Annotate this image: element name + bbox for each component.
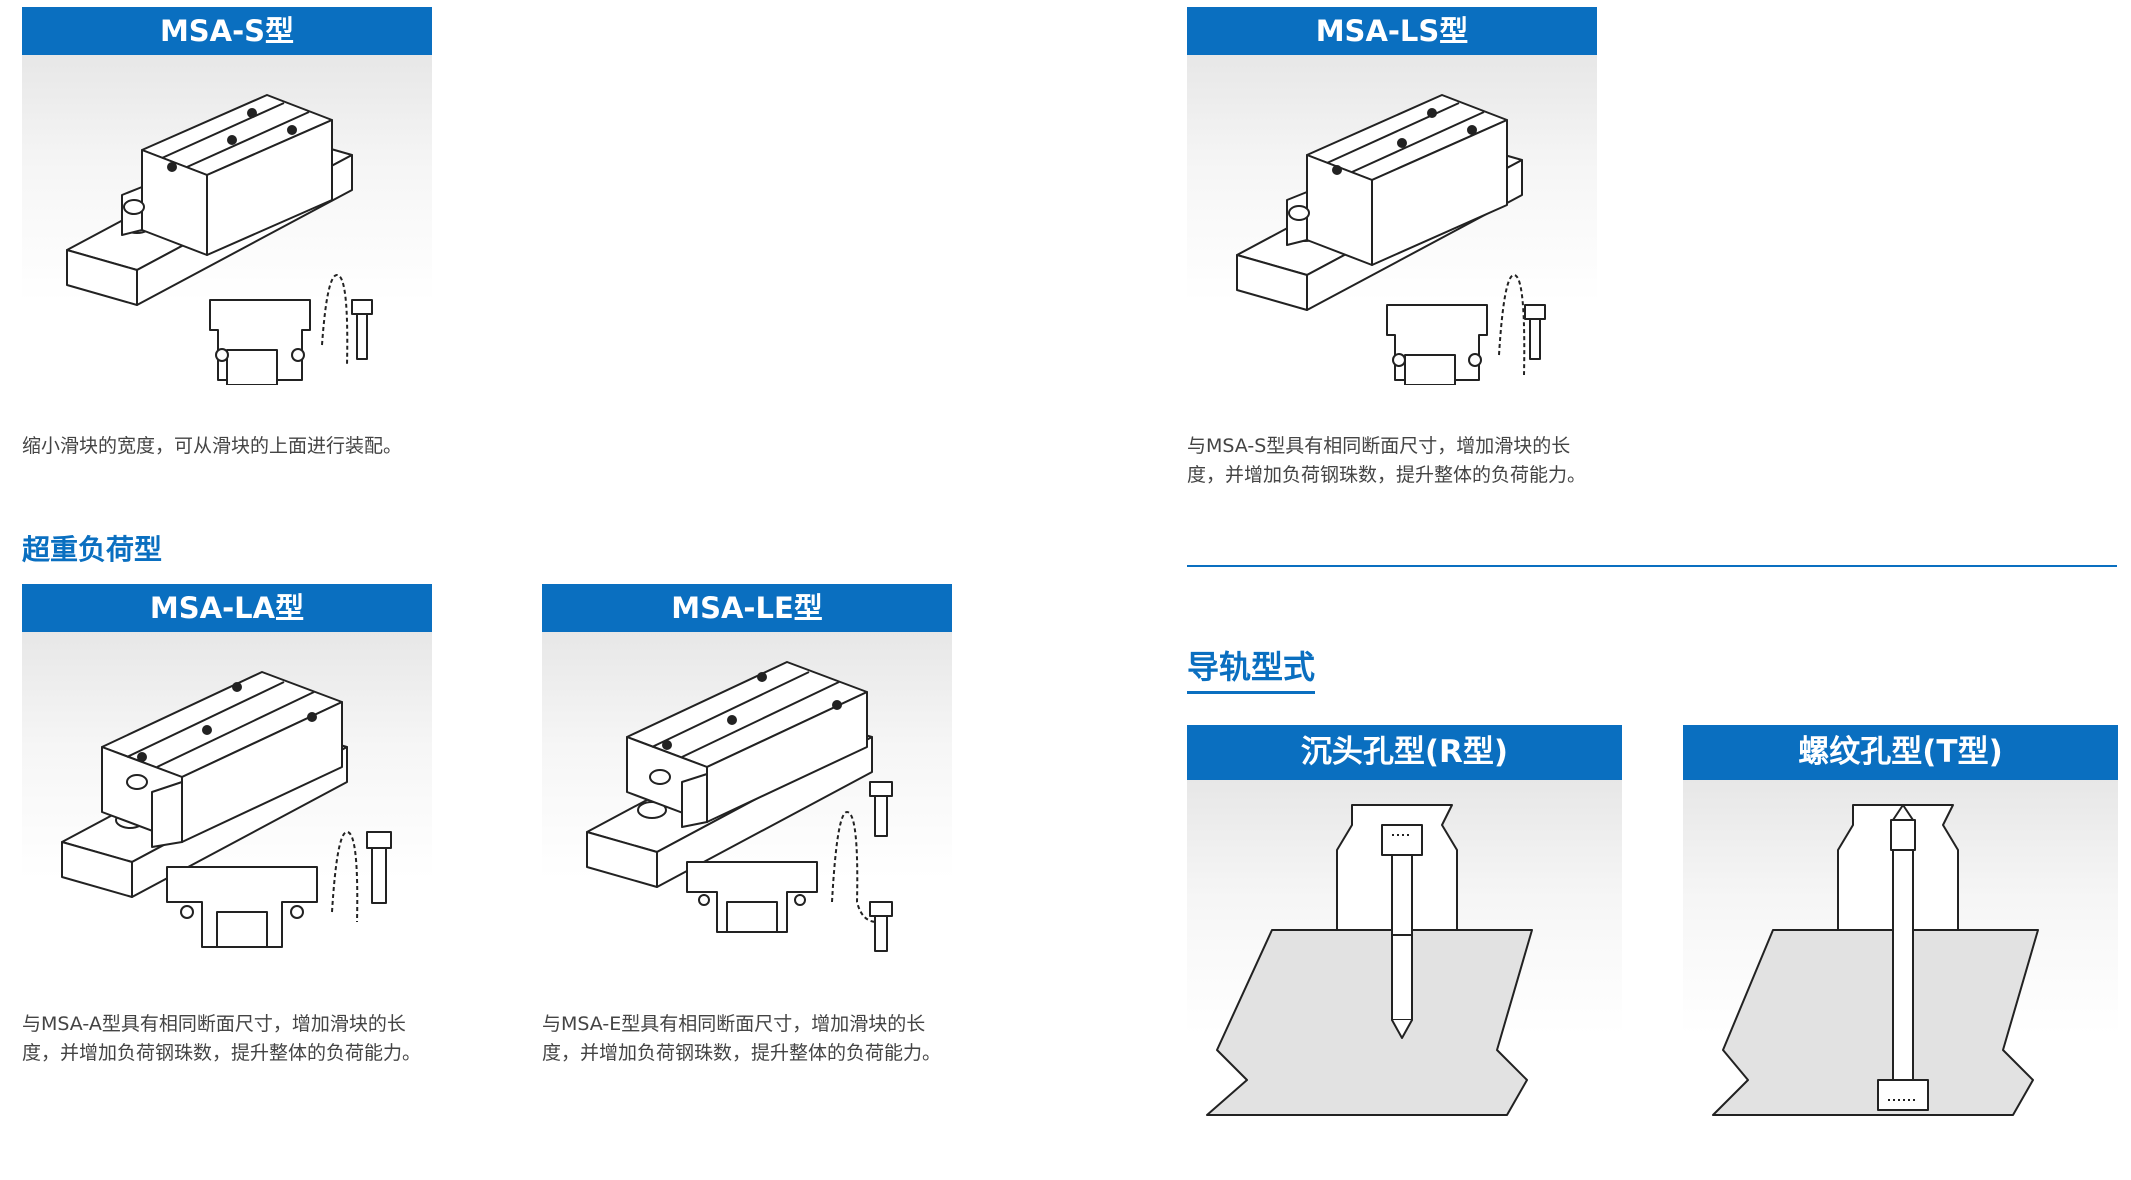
- product-image-msa-le: [542, 632, 952, 962]
- description-msa-le: 与MSA-E型具有相同断面尺寸，增加滑块的长 度，并增加负荷钢珠数，提升整体的负…: [542, 1010, 941, 1068]
- description-line: 与MSA-S型具有相同断面尺寸，增加滑块的长: [1187, 435, 1571, 457]
- card-msa-la: MSA-LA型: [22, 584, 432, 962]
- linear-guide-block-drawing: [586, 661, 893, 952]
- linear-guide-block-drawing: [66, 94, 373, 385]
- section-divider: [1187, 565, 2117, 567]
- section-title-heavy-load: 超重负荷型: [22, 533, 163, 566]
- card-title: MSA-LE型: [542, 584, 952, 632]
- card-title: MSA-S型: [22, 7, 432, 55]
- card-title: MSA-LA型: [22, 584, 432, 632]
- tapped-rail-drawing: [1712, 804, 2039, 1116]
- description-line: 度，并增加负荷钢珠数，提升整体的负荷能力。: [22, 1042, 422, 1064]
- card-msa-ls: MSA-LS型: [1187, 7, 1597, 385]
- description-line: 与MSA-A型具有相同断面尺寸，增加滑块的长: [22, 1013, 406, 1035]
- card-rail-r-type: 沉头孔型(R型): [1187, 725, 1622, 1120]
- rail-image-t-type: [1683, 780, 2118, 1120]
- description-msa-s: 缩小滑块的宽度，可从滑块的上面进行装配。: [22, 432, 402, 461]
- description-line: 度，并增加负荷钢珠数，提升整体的负荷能力。: [1187, 464, 1587, 486]
- product-image-msa-ls: [1187, 55, 1597, 385]
- description-line: 缩小滑块的宽度，可从滑块的上面进行装配。: [22, 435, 403, 457]
- description-msa-ls: 与MSA-S型具有相同断面尺寸，增加滑块的长 度，并增加负荷钢珠数，提升整体的负…: [1187, 432, 1586, 490]
- countersunk-rail-drawing: [1206, 804, 1533, 1116]
- card-title: 螺纹孔型(T型): [1683, 725, 2118, 780]
- description-line: 与MSA-E型具有相同断面尺寸，增加滑块的长: [542, 1013, 926, 1035]
- card-rail-t-type: 螺纹孔型(T型): [1683, 725, 2118, 1120]
- card-title: MSA-LS型: [1187, 7, 1597, 55]
- rail-image-r-type: [1187, 780, 1622, 1120]
- card-msa-le: MSA-LE型: [542, 584, 952, 962]
- linear-guide-block-drawing: [61, 671, 392, 948]
- card-msa-s: MSA-S型: [22, 7, 432, 385]
- linear-guide-block-drawing: [1236, 94, 1546, 385]
- section-title-rail-type: 导轨型式: [1187, 642, 1316, 694]
- description-line: 度，并增加负荷钢珠数，提升整体的负荷能力。: [542, 1042, 942, 1064]
- product-image-msa-s: [22, 55, 432, 385]
- card-title: 沉头孔型(R型): [1187, 725, 1622, 780]
- description-msa-la: 与MSA-A型具有相同断面尺寸，增加滑块的长 度，并增加负荷钢珠数，提升整体的负…: [22, 1010, 421, 1068]
- product-image-msa-la: [22, 632, 432, 962]
